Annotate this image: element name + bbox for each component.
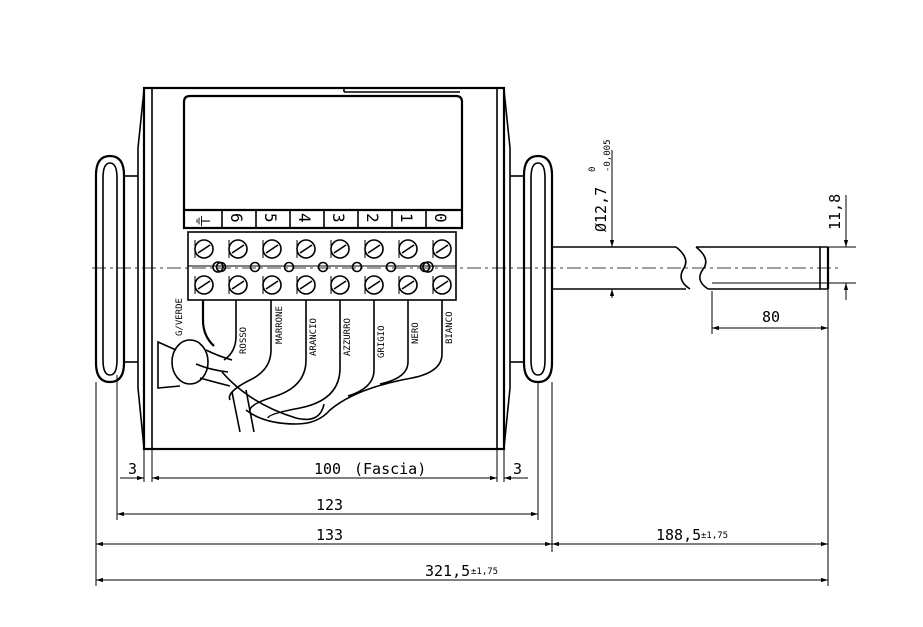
wire-label: BIANCO bbox=[445, 311, 455, 344]
dim-overall-length: 321,5 bbox=[425, 562, 470, 580]
wire-label: MARRONE bbox=[275, 306, 285, 344]
dim-shaft-length-tol: ±1,75 bbox=[701, 531, 728, 541]
dim-shaft-diameter: Ø12,7 bbox=[592, 187, 610, 232]
terminal-label: 0 bbox=[431, 213, 450, 223]
earth-nut-icon bbox=[212, 261, 224, 273]
screw-slot-icon bbox=[231, 244, 245, 254]
dim-shaft-diameter-tol-lower: -0,005 bbox=[603, 139, 613, 172]
dim-shaft-length: 188,5 bbox=[656, 526, 701, 544]
terminal-label: 5 bbox=[261, 213, 280, 223]
dim-flange-right: 3 bbox=[513, 460, 522, 478]
wire-label: G/VERDE bbox=[175, 298, 185, 336]
link-bridge-icon bbox=[249, 261, 261, 273]
left-flange bbox=[94, 89, 145, 449]
terminal-label: 3 bbox=[329, 213, 348, 223]
dim-total-body: 133 bbox=[316, 526, 343, 544]
link-bridge-icon bbox=[283, 261, 295, 273]
screw-slot-icon bbox=[435, 280, 449, 290]
terminal-board bbox=[182, 94, 464, 301]
screw-slot-icon bbox=[435, 244, 449, 254]
screw-slot-icon bbox=[401, 280, 415, 290]
terminal-label: 2 bbox=[363, 213, 382, 223]
terminal-label: ⏚ bbox=[193, 213, 212, 229]
screw-slot-icon bbox=[299, 280, 313, 290]
screw-slot-icon bbox=[401, 244, 415, 254]
screw-slot-icon bbox=[333, 244, 347, 254]
wire-label: AZZURRO bbox=[343, 318, 353, 356]
screw-slot-icon bbox=[367, 280, 381, 290]
screw-slot-icon bbox=[231, 280, 245, 290]
wire-label: ROSSO bbox=[239, 327, 249, 354]
terminal-label: 6 bbox=[227, 213, 246, 223]
link-bridge-icon bbox=[385, 261, 397, 273]
dim-fascia-note: (Fascia) bbox=[354, 460, 426, 478]
screw-slot-icon bbox=[333, 280, 347, 290]
dim-shaft-flat-depth: 11,8 bbox=[826, 194, 844, 230]
terminal-label: 4 bbox=[295, 213, 314, 223]
dimension-lines bbox=[95, 150, 856, 586]
screw-slot-icon bbox=[265, 280, 279, 290]
screw-slot-icon bbox=[197, 280, 211, 290]
dim-body-width: 123 bbox=[316, 496, 343, 514]
screw-slot-icon bbox=[367, 244, 381, 254]
dim-shaft-flat-length: 80 bbox=[762, 308, 780, 326]
shaft bbox=[552, 246, 830, 290]
link-bridge-icon bbox=[351, 261, 363, 273]
dim-overall-length-tol: ±1,75 bbox=[471, 567, 498, 577]
right-flange bbox=[503, 89, 554, 449]
screw-slot-icon bbox=[197, 244, 211, 254]
motor-body bbox=[142, 86, 506, 451]
wire-label: NERO bbox=[411, 322, 421, 344]
wire-label: ARANCIO bbox=[309, 318, 319, 356]
dim-shaft-diameter-tol-upper: 0 bbox=[588, 167, 598, 172]
dim-fascia: 100 bbox=[314, 460, 341, 478]
screw-slot-icon bbox=[265, 244, 279, 254]
wire-label: GRIGIO bbox=[377, 325, 387, 358]
wire-bundle bbox=[157, 300, 443, 433]
dim-flange-left: 3 bbox=[128, 460, 137, 478]
link-bridge-icon bbox=[317, 261, 329, 273]
terminal-label: 1 bbox=[397, 213, 416, 223]
screw-slot-icon bbox=[299, 244, 313, 254]
earth-nut-icon bbox=[422, 261, 434, 273]
